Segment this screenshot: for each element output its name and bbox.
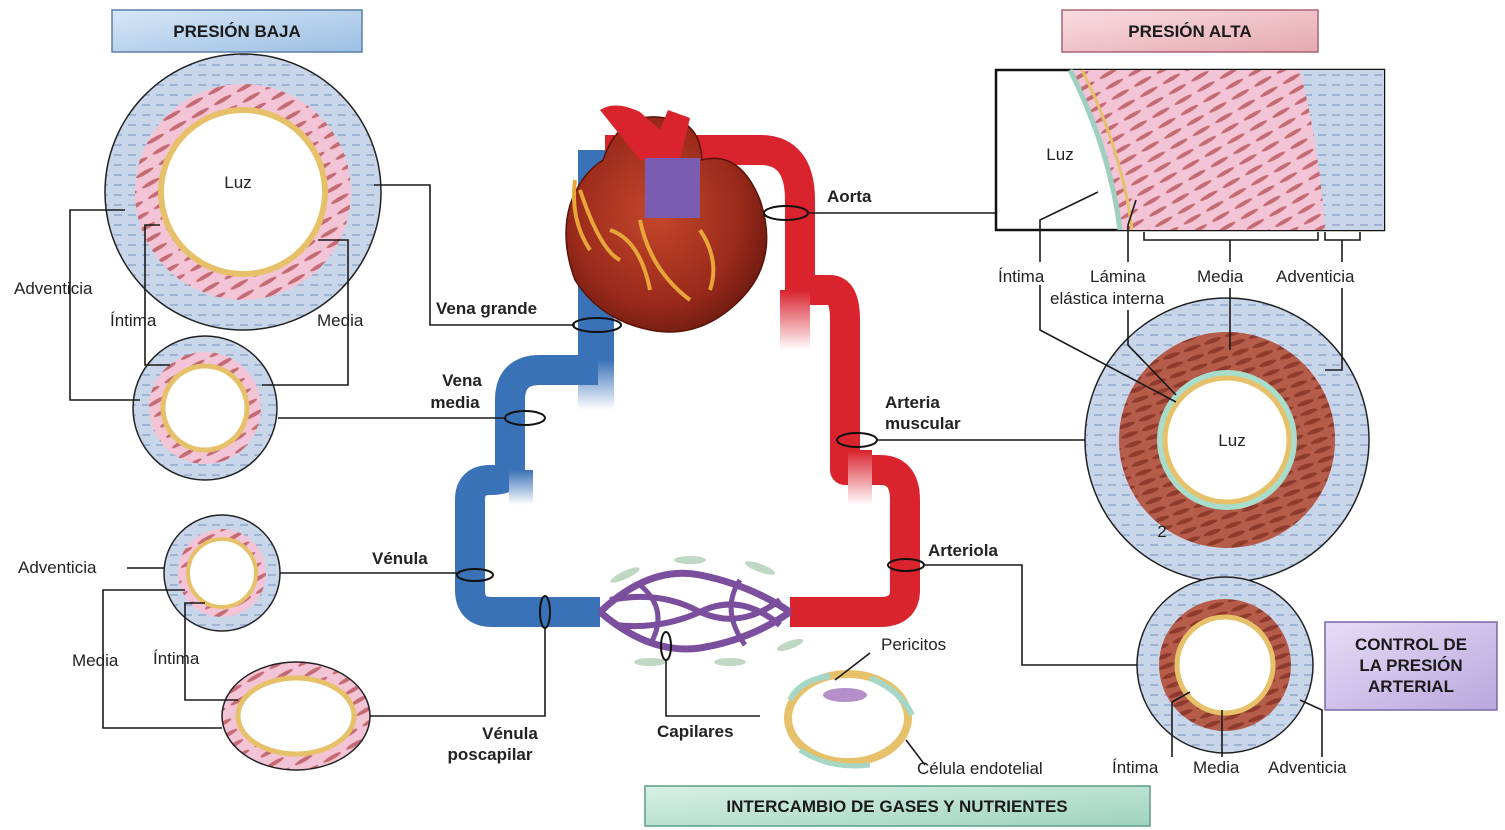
- capillary-section: [788, 674, 912, 766]
- exchange-box: INTERCAMBIO DE GASES Y NUTRIENTES: [645, 786, 1150, 826]
- postcapillary-venule-label-1: Vénula: [482, 724, 538, 743]
- aorta-intima-label: Íntima: [998, 267, 1045, 286]
- elastic-lamina-label-1: Lámina: [1090, 267, 1146, 286]
- low-pressure-box: PRESIÓN BAJA: [112, 10, 362, 52]
- bp-control-line-3: ARTERIAL: [1368, 677, 1454, 696]
- muscular-artery-label-1: Arteria: [885, 393, 940, 412]
- bp-control-box: CONTROL DE LA PRESIÓN ARTERIAL: [1325, 622, 1497, 710]
- arteriole-label: Arteriola: [928, 541, 998, 560]
- exchange-label: INTERCAMBIO DE GASES Y NUTRIENTES: [726, 797, 1067, 816]
- large-vein-section: Luz: [105, 54, 381, 330]
- low-pressure-label: PRESIÓN BAJA: [173, 22, 301, 41]
- aorta-wall-detail: Luz: [996, 70, 1384, 240]
- postcapillary-venule-section: [222, 662, 370, 770]
- medium-vein-label-1: Vena: [442, 371, 482, 390]
- venule-label: Vénula: [372, 549, 428, 568]
- aorta-label: Aorta: [827, 187, 872, 206]
- postcapillary-venule-label-2: poscapilar: [447, 745, 532, 764]
- venule-adventitia-label: Adventicia: [18, 558, 97, 577]
- high-pressure-label: PRESIÓN ALTA: [1128, 22, 1251, 41]
- arteriole-media-label: Media: [1193, 758, 1240, 777]
- venule-section: [164, 515, 280, 631]
- elastic-lamina-label-2: elástica interna: [1050, 289, 1165, 308]
- large-vein-label: Vena grande: [436, 299, 537, 318]
- aorta-adventitia-label: Adventicia: [1276, 267, 1355, 286]
- arteriole-intima-label: Íntima: [1112, 758, 1159, 777]
- arteriole-section: [1137, 577, 1313, 753]
- figure-number: 2: [1157, 522, 1166, 541]
- venule-intima-label: Íntima: [153, 649, 200, 668]
- large-vein-intima-label: Íntima: [110, 311, 157, 330]
- aorta-lumen-label: Luz: [1046, 145, 1073, 164]
- endothelial-cell-label: Célula endotelial: [917, 759, 1043, 778]
- venule-media-label: Media: [72, 651, 119, 670]
- medium-vein-label-2: media: [430, 393, 480, 412]
- pericytes-label: Pericitos: [881, 635, 946, 654]
- capillary-network: [600, 556, 805, 666]
- capillaries-label: Capilares: [657, 722, 734, 741]
- large-vein-lumen-label: Luz: [224, 173, 251, 192]
- muscular-artery-lumen-label: Luz: [1218, 431, 1245, 450]
- arteriole-adventitia-label: Adventicia: [1268, 758, 1347, 777]
- large-vein-adventitia-label: Adventicia: [14, 279, 93, 298]
- aorta-media-label: Media: [1197, 267, 1244, 286]
- bp-control-line-1: CONTROL DE: [1355, 635, 1467, 654]
- bp-control-line-2: LA PRESIÓN: [1359, 656, 1462, 675]
- muscular-artery-label-2: muscular: [885, 414, 961, 433]
- high-pressure-box: PRESIÓN ALTA: [1062, 10, 1318, 52]
- large-vein-media-label: Media: [317, 311, 364, 330]
- medium-vein-section: [133, 336, 277, 480]
